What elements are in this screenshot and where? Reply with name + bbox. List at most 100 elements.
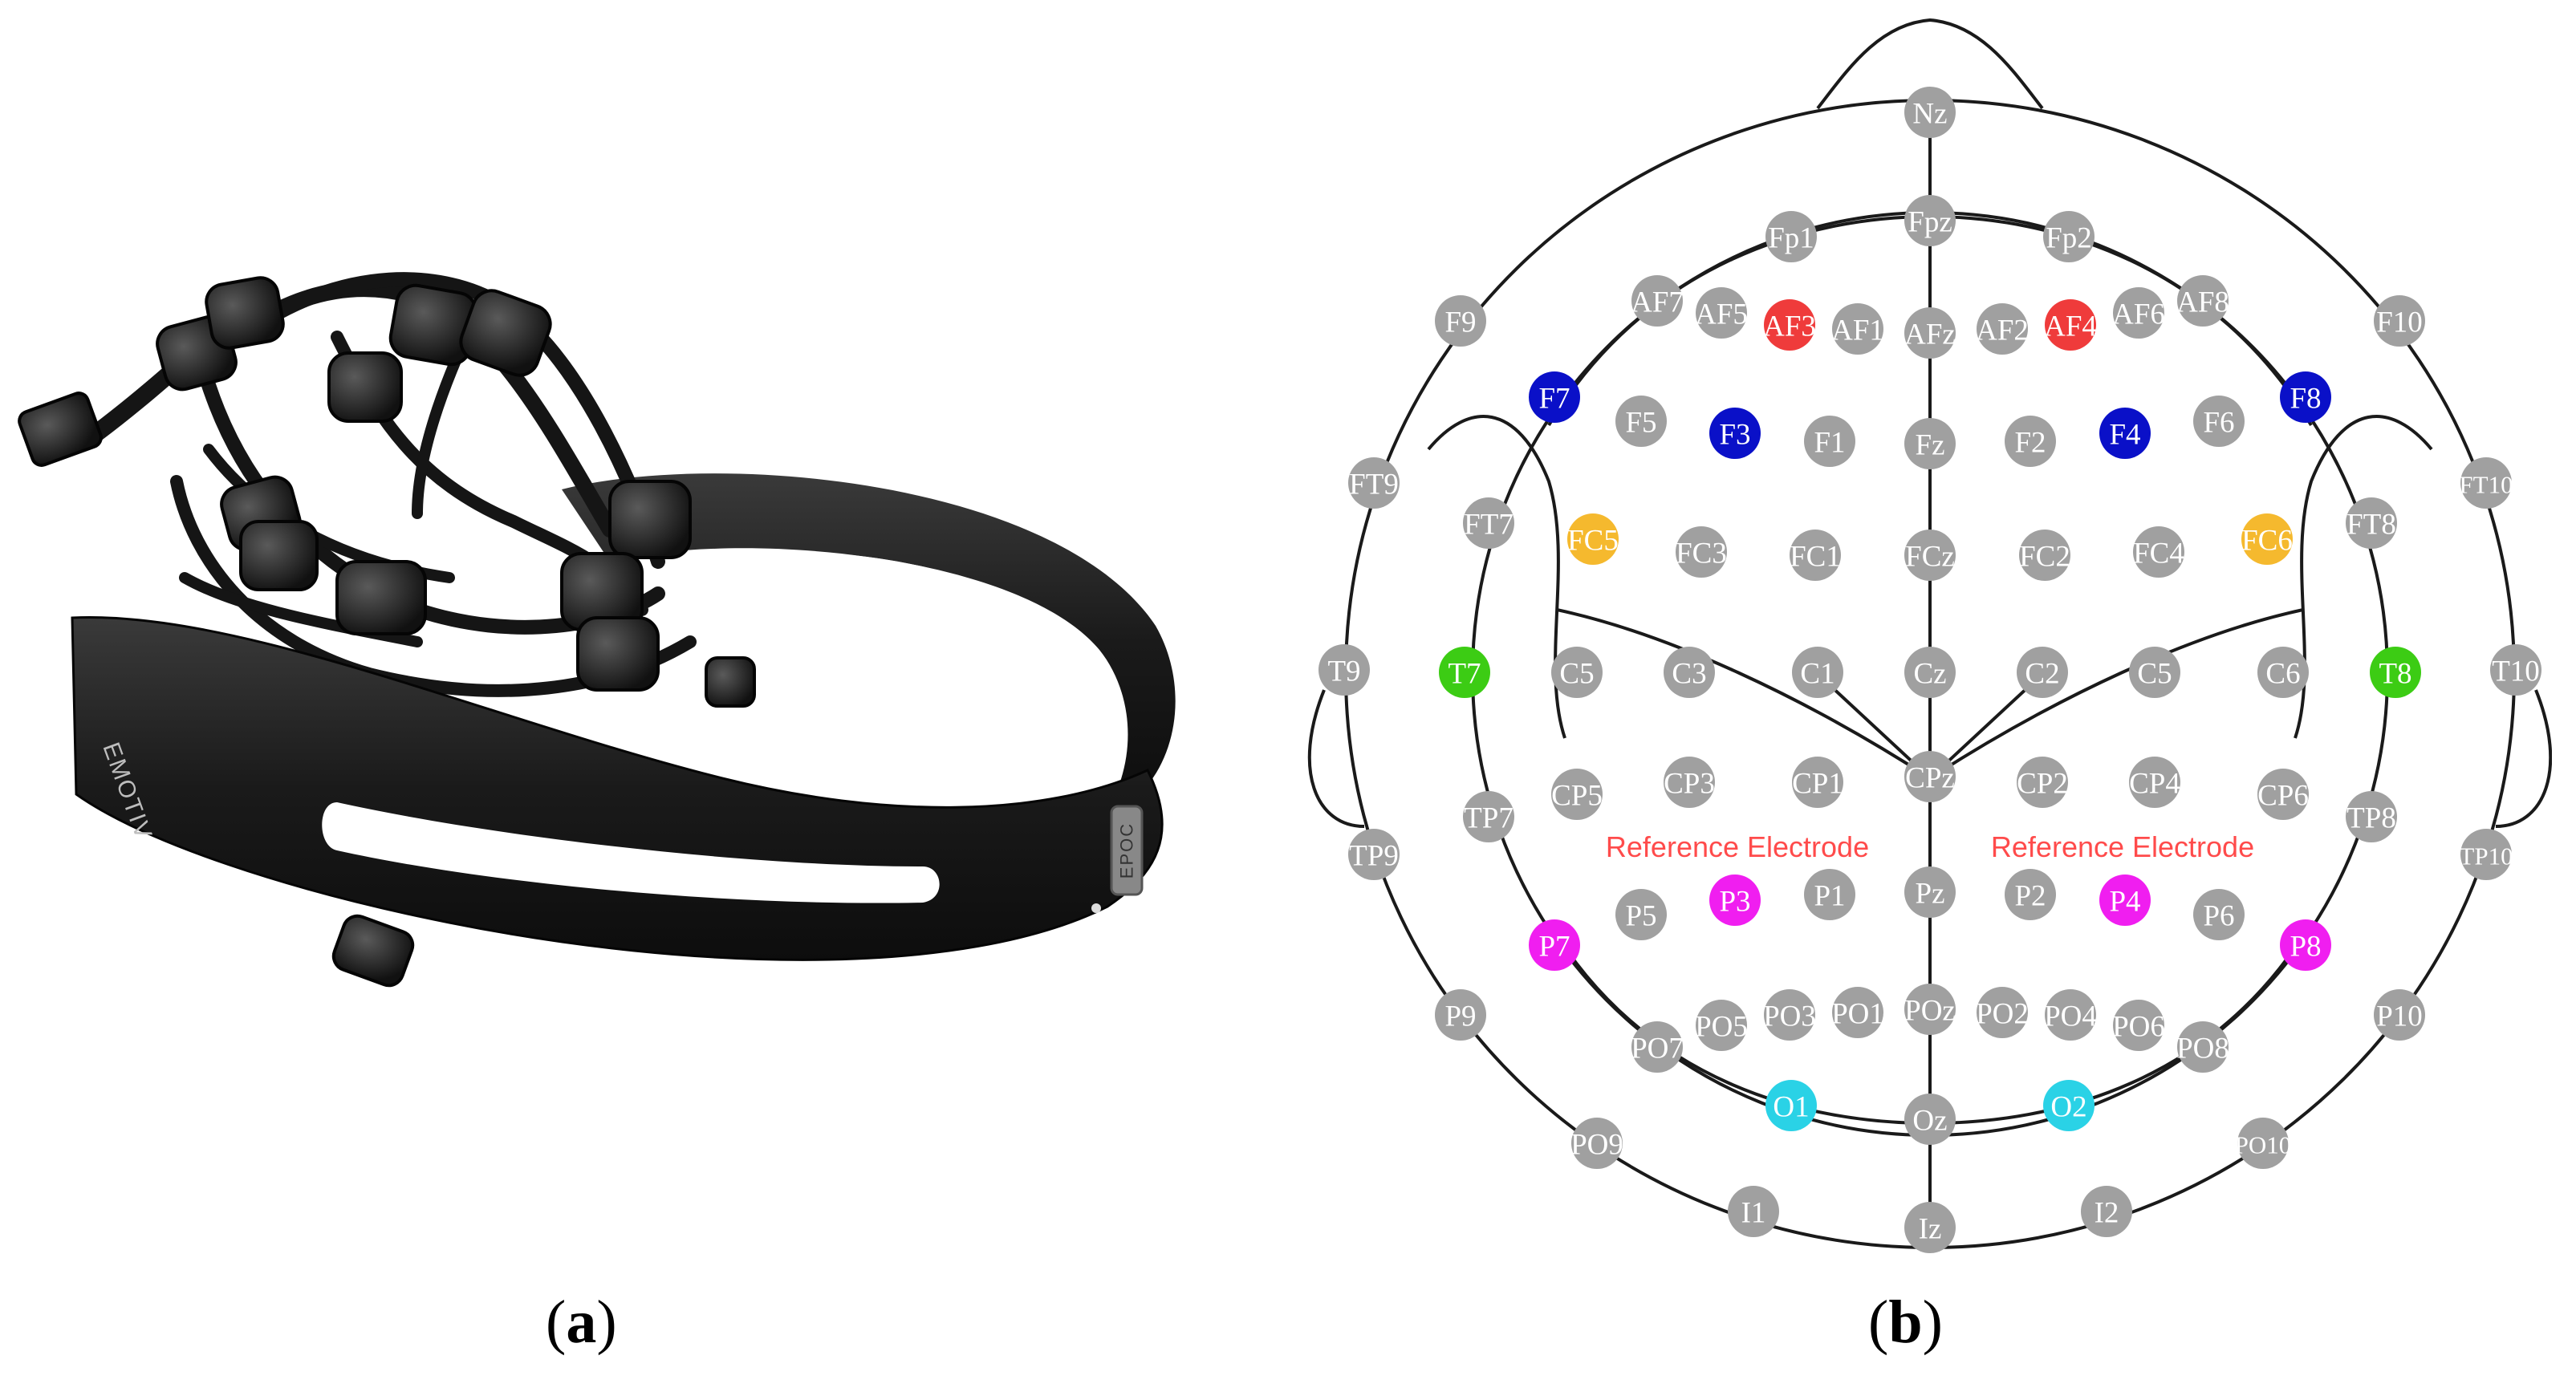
electrode-label-f6: F6	[2203, 407, 2234, 440]
electrode-marker-pz	[1904, 866, 1956, 918]
electrode-fcz: FCz	[1904, 530, 1956, 581]
electrode-label-t10: T10	[2492, 655, 2540, 688]
electrode-t10: T10	[2490, 644, 2541, 696]
electrode-marker-nz	[1904, 87, 1956, 138]
electrode-marker-fc2	[2019, 530, 2070, 581]
electrode-label-f1: F1	[1814, 427, 1845, 460]
electrode-label-fc4: FC4	[2133, 538, 2184, 570]
electrode-label-po3: PO3	[1763, 1000, 1816, 1033]
electrode-f7: F7	[1529, 371, 1580, 423]
electrode-label-poz: POz	[1904, 995, 1956, 1028]
electrode-po8: PO8	[2176, 1021, 2229, 1073]
electrode-cp1: CP1	[1792, 757, 1843, 808]
electrode-marker-af5	[1696, 287, 1747, 339]
electrode-marker-cpz	[1904, 751, 1956, 802]
electrode-c2: C2	[2017, 647, 2068, 698]
electrode-af3: AF3	[1763, 299, 1816, 351]
electrode-label-i1: I1	[1741, 1197, 1766, 1230]
electrode-label-o1: O1	[1773, 1091, 1809, 1124]
electrode-i1: I1	[1728, 1186, 1779, 1237]
electrode-marker-f3	[1709, 408, 1761, 459]
electrode-label-po4: PO4	[2044, 1000, 2097, 1033]
electrode-marker-po5	[1696, 1000, 1747, 1051]
electrode-label-c3: C3	[1672, 658, 1706, 691]
electrode-oz: Oz	[1904, 1094, 1956, 1145]
electrode-label-cp6: CP6	[2257, 780, 2309, 813]
electrode-marker-ft9	[1348, 457, 1400, 509]
electrode-label-c5: C5	[2137, 658, 2172, 691]
electrode-tp10: TP10	[2459, 829, 2513, 880]
electrode-ft10: FT10	[2459, 457, 2513, 509]
electrode-marker-iz	[1904, 1202, 1956, 1253]
electrode-label-c5: C5	[1559, 658, 1594, 691]
headband-front-slot	[322, 802, 940, 903]
electrode-label-f10: F10	[2376, 306, 2423, 339]
electrode-iz: Iz	[1904, 1202, 1956, 1253]
electrode-fc6: FC6	[2241, 513, 2293, 565]
electrode-label-po9: PO9	[1570, 1129, 1623, 1162]
electrode-marker-fpz	[1904, 195, 1956, 246]
electrode-label-tp7: TP7	[1464, 802, 1514, 835]
electrode-p3: P3	[1709, 874, 1761, 926]
electrode-t9: T9	[1318, 644, 1370, 696]
electrode-p2: P2	[2005, 869, 2056, 920]
electrode-marker-fcz	[1904, 530, 1956, 581]
electrode-marker-c5	[1551, 647, 1603, 698]
electrode-marker-p7	[1529, 919, 1580, 971]
electrode-marker-c5	[2129, 647, 2180, 698]
electrode-label-p3: P3	[1719, 886, 1750, 919]
electrode-marker-ft8	[2346, 497, 2397, 549]
electrode-t7: T7	[1439, 647, 1490, 698]
electrode-marker-p3	[1709, 874, 1761, 926]
electrode-marker-c3	[1664, 647, 1715, 698]
electrode-nz: Nz	[1904, 87, 1956, 138]
status-led	[1091, 903, 1101, 913]
electrode-marker-f6	[2193, 396, 2245, 447]
electrode-af6: AF6	[2112, 287, 2165, 339]
electrode-af8: AF8	[2176, 275, 2229, 327]
electrode-po1: PO1	[1831, 987, 1884, 1038]
electrode-marker-cp6	[2257, 769, 2309, 820]
electrode-p7: P7	[1529, 919, 1580, 971]
electrode-fc1: FC1	[1790, 530, 1841, 581]
electrode-marker-af7	[1631, 275, 1683, 327]
electrode-label-p8: P8	[2290, 931, 2321, 964]
electrode-label-ft10: FT10	[2459, 471, 2513, 499]
electrode-po2: PO2	[1976, 987, 2029, 1038]
electrode-label-p9: P9	[1444, 1000, 1476, 1033]
electrode-label-fc6: FC6	[2241, 525, 2293, 558]
electrode-marker-f8	[2280, 371, 2331, 423]
electrode-marker-cp3	[1664, 757, 1715, 808]
electrode-label-af8: AF8	[2176, 286, 2229, 319]
electrode-label-f3: F3	[1719, 419, 1750, 452]
electrode-marker-af3	[1764, 299, 1815, 351]
electrode-label-t8: T8	[2379, 658, 2411, 691]
electrode-label-cz: Cz	[1913, 658, 1946, 691]
device-badge-text: EPOC	[1117, 822, 1137, 879]
panel-b-letter: b	[1888, 1288, 1923, 1356]
electrode-label-p10: P10	[2376, 1000, 2423, 1033]
electrode-i2: I2	[2081, 1186, 2132, 1237]
electrode-marker-t7	[1439, 647, 1490, 698]
electrode-af2: AF2	[1976, 303, 2029, 355]
electrode-marker-fc4	[2133, 526, 2184, 578]
electrode-marker-p6	[2193, 889, 2245, 940]
electrode-marker-i1	[1728, 1186, 1779, 1237]
electrode-marker-cp2	[2017, 757, 2068, 808]
electrode-marker-afz	[1904, 307, 1956, 359]
electrode-label-af1: AF1	[1831, 314, 1884, 347]
electrode-p8: P8	[2280, 919, 2331, 971]
electrode-marker-i2	[2081, 1186, 2132, 1237]
electrode-cp2: CP2	[2017, 757, 2068, 808]
electrode-marker-fp1	[1765, 211, 1817, 262]
electrode-marker-o1	[1765, 1080, 1817, 1131]
electrode-label-fpz: Fpz	[1908, 206, 1952, 239]
electrode-af4: AF4	[2044, 299, 2097, 351]
electrode-f6: F6	[2193, 396, 2245, 447]
electrode-c3: C3	[1664, 647, 1715, 698]
electrode-p10: P10	[2374, 989, 2425, 1041]
electrode-c5: C5	[1551, 647, 1603, 698]
